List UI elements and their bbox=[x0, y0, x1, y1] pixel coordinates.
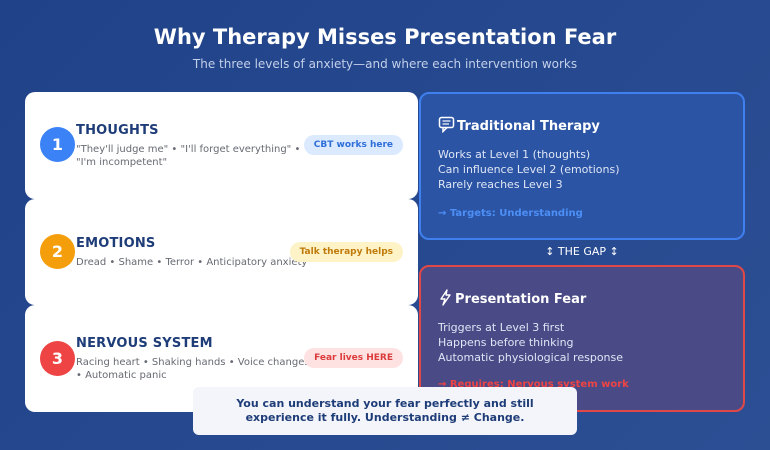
level-number-badge: 2 bbox=[40, 234, 75, 269]
panel-line: Automatic physiological response bbox=[438, 351, 624, 364]
panel-lines: Works at Level 1 (thoughts) Can influenc… bbox=[438, 147, 620, 192]
level-card-emotions: 2 EMOTIONS Dread • Shame • Terror • Anti… bbox=[25, 199, 418, 305]
traditional-therapy-panel: Traditional Therapy Works at Level 1 (th… bbox=[419, 92, 745, 240]
panel-heading: Traditional Therapy bbox=[438, 116, 600, 137]
level-title: NERVOUS SYSTEM bbox=[76, 336, 213, 351]
level-description: "They'll judge me" • "I'll forget everyt… bbox=[76, 144, 301, 168]
level-description: Dread • Shame • Terror • Anticipatory an… bbox=[76, 257, 308, 268]
level-title: THOUGHTS bbox=[76, 123, 159, 138]
gap-label: ↕ THE GAP ↕ bbox=[545, 245, 619, 258]
intervention-tag: CBT works here bbox=[303, 135, 403, 155]
bottom-note-text: You can understand your fear perfectly a… bbox=[236, 397, 534, 424]
panel-line: Triggers at Level 3 first bbox=[438, 321, 565, 334]
panel-heading: Presentation Fear bbox=[438, 289, 586, 310]
panel-target: → Targets: Understanding bbox=[438, 208, 583, 219]
level-number-badge: 3 bbox=[40, 341, 75, 376]
panel-line: Can influence Level 2 (emotions) bbox=[438, 163, 620, 176]
intervention-tag: Fear lives HERE bbox=[304, 348, 403, 368]
panel-title: Traditional Therapy bbox=[457, 119, 600, 134]
panel-line: Happens before thinking bbox=[438, 336, 574, 349]
panel-title: Presentation Fear bbox=[455, 292, 587, 307]
panel-line: Works at Level 1 (thoughts) bbox=[438, 148, 591, 161]
intervention-tag: Talk therapy helps bbox=[289, 242, 403, 262]
level-title: EMOTIONS bbox=[76, 236, 156, 251]
lightning-icon bbox=[438, 289, 453, 310]
level-card-thoughts: 1 THOUGHTS "They'll judge me" • "I'll fo… bbox=[25, 92, 418, 199]
speech-bubble-icon bbox=[438, 116, 455, 137]
panel-target: → Requires: Nervous system work bbox=[438, 379, 629, 390]
level-number-badge: 1 bbox=[40, 127, 75, 162]
page-subtitle: The three levels of anxiety—and where ea… bbox=[192, 57, 578, 71]
page-title: Why Therapy Misses Presentation Fear bbox=[153, 25, 617, 49]
bottom-note: You can understand your fear perfectly a… bbox=[193, 387, 577, 435]
level-description: Racing heart • Shaking hands • Voice cha… bbox=[76, 357, 310, 381]
panel-lines: Triggers at Level 3 first Happens before… bbox=[438, 320, 623, 365]
panel-line: Rarely reaches Level 3 bbox=[438, 178, 563, 191]
